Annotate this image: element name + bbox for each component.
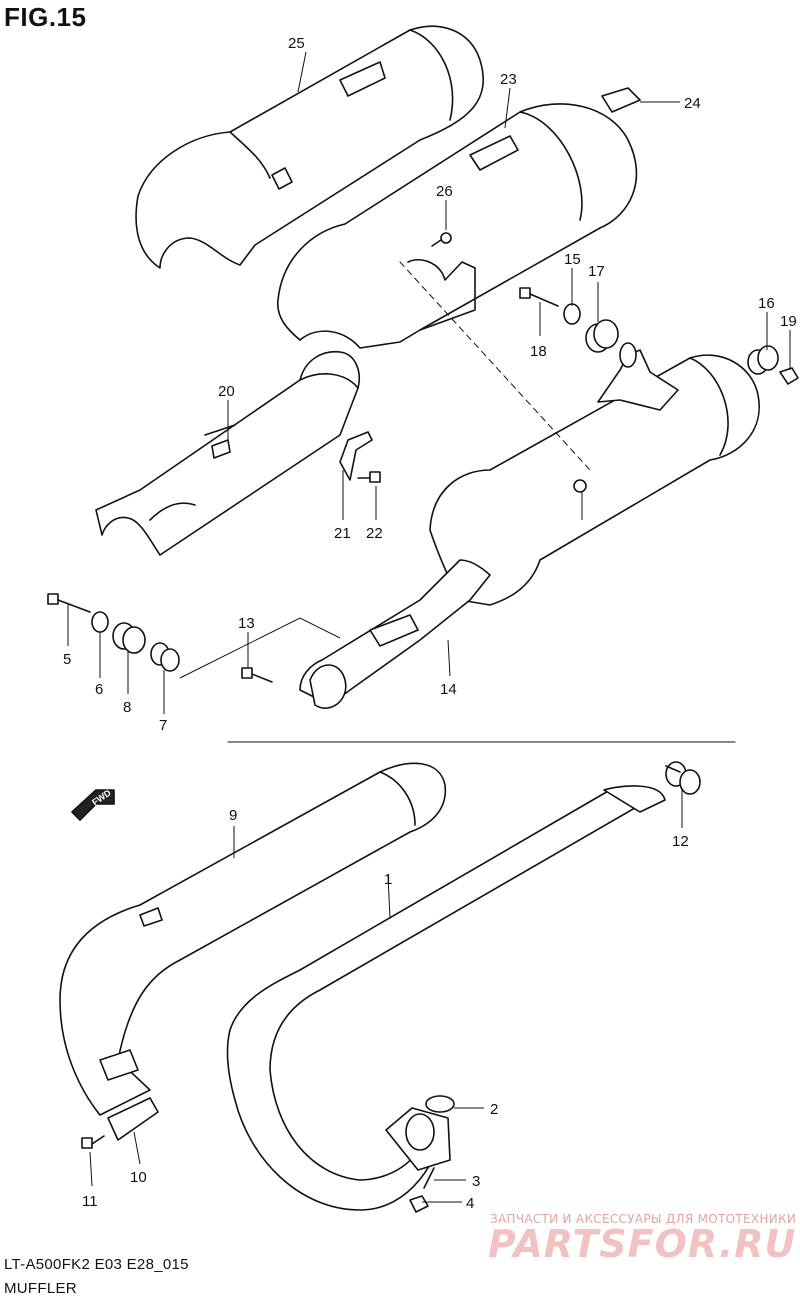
screw-25 [431,232,452,247]
leader-lines [67,51,791,1203]
part-label-12: 12 [672,833,689,850]
part-label-14: 14 [440,681,457,698]
stud-3 [423,1167,435,1189]
part-label-24: 24 [684,95,701,112]
part-label-23: 23 [500,71,517,88]
part-label-19: 19 [780,313,797,330]
part-label-5: 5 [63,651,71,668]
part-label-8: 8 [123,699,131,716]
grommet-17 [585,319,619,353]
bracket-21 [339,431,373,481]
clip-26 [573,479,587,493]
bolt-22 [357,471,381,483]
washer-15 [563,303,581,325]
part-label-25: 26 [436,183,453,200]
collar-7 [150,642,180,672]
part-label-20: 20 [218,383,235,400]
grommet-8 [112,622,146,654]
bolt-5 [47,593,91,613]
part-label-21: 21 [334,525,351,542]
part-label-7: 7 [159,717,167,734]
part-label-11: 11 [82,1193,98,1210]
part-label-4: 4 [466,1195,474,1212]
part-label-22: 22 [366,525,383,542]
pipe-cover-20 [95,351,360,556]
part-label-9: 9 [229,807,237,824]
figure-title: FIG.15 [4,2,87,32]
part-label-1: 1 [384,871,392,888]
watermark-tagline: ЗАПЧАСТИ И АКСЕССУАРЫ ДЛЯ МОТОТЕХНИКИ [490,1212,797,1226]
fwd-arrow-icon [71,789,115,821]
bolt-11 [81,1135,105,1149]
part-label-13: 13 [238,615,255,632]
model-code: LT-A500FK2 E03 E28_015 [4,1256,189,1273]
gasket-2 [425,1095,455,1113]
bolt-13 [241,667,273,683]
nut-19 [779,367,799,385]
part-label-17: 17 [588,263,605,280]
part-label-3: 3 [472,1173,480,1190]
bolt-18 [519,287,559,307]
nut-4 [409,1195,429,1213]
heat-shield-23a [135,25,484,269]
assembly-dashed-line [399,261,591,471]
part-label-10: 10 [130,1169,147,1186]
muffler-14 [299,342,760,709]
part-label-6: 6 [95,681,103,698]
gasket-12 [665,761,701,795]
washer-6 [91,611,109,633]
part-label-16: 16 [758,295,775,312]
collar-16 [747,345,779,375]
exhaust-pipe-1 [226,785,666,1211]
clip-24 [601,87,641,113]
part-label-18: 18 [530,343,547,360]
part-label-2: 2 [490,1101,498,1118]
figure-name: MUFFLER [4,1280,77,1297]
part-label-23a: 25 [288,35,305,52]
part-label-15: 15 [564,251,581,268]
bracket-10 [107,1097,159,1141]
watermark-brand: PARTSFOR.RU [488,1222,797,1266]
heat-shield-23 [277,103,638,349]
pipe-cover-9 [59,762,447,1116]
